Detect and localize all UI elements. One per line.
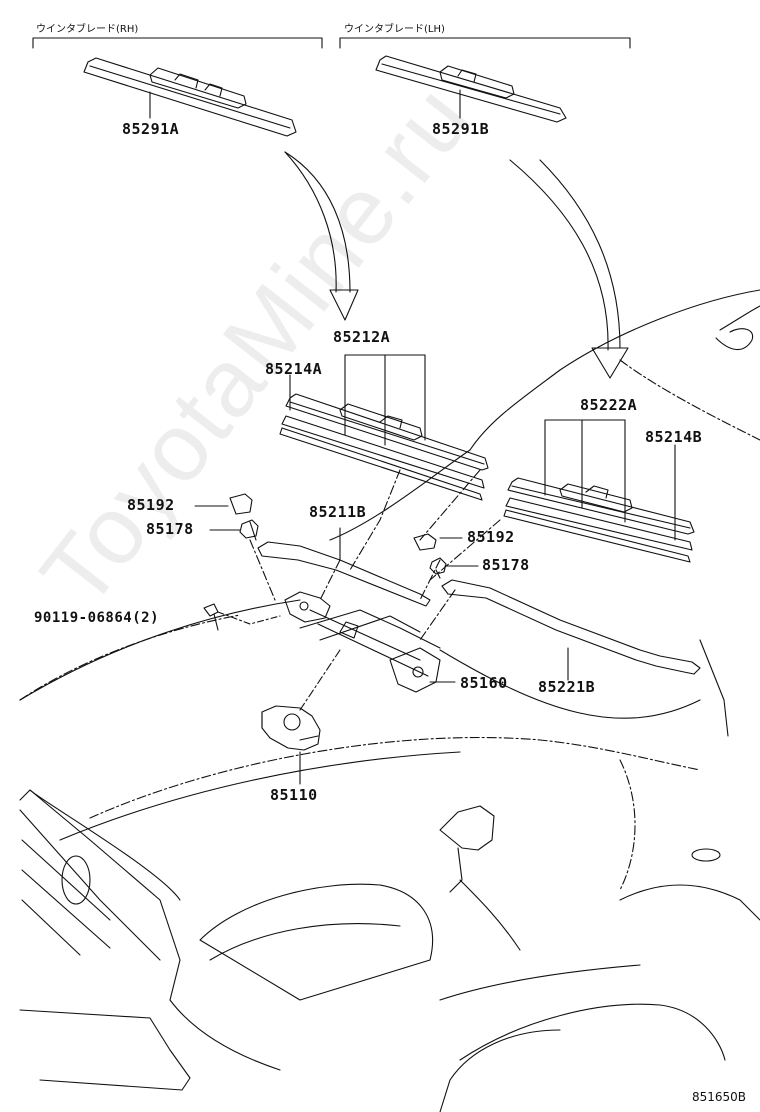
rh-blade-insert	[279, 393, 489, 501]
label-85221B: 85221B	[538, 678, 596, 696]
dash-dot-leaders	[249, 469, 501, 641]
label-85214B: 85214B	[645, 428, 703, 446]
wiper-motor	[261, 649, 341, 785]
rh-wiper-blade	[83, 57, 297, 137]
cap-85192-right	[413, 533, 463, 551]
label-85110: 85110	[270, 786, 318, 804]
arrow-lh-to-insert	[509, 159, 629, 379]
label-85160: 85160	[460, 674, 508, 692]
wiper-link-assembly	[284, 591, 456, 693]
label-85212A: 85212A	[333, 328, 391, 346]
label-85192-right: 85192	[467, 528, 515, 546]
label-90119-06864: 90119-06864(2)	[34, 610, 160, 626]
arrow-rh-to-insert	[284, 151, 359, 321]
lh-blade-insert	[503, 477, 695, 563]
label-85178-left: 85178	[146, 520, 194, 538]
label-85178-right: 85178	[482, 556, 530, 574]
label-85291A: 85291A	[122, 120, 180, 138]
label-85291B: 85291B	[432, 120, 490, 138]
lh-wiper-blade	[375, 55, 567, 123]
rh-wiper-arm	[249, 521, 431, 607]
nut-85178-right	[429, 557, 479, 575]
rh-blade-header: ウインタブレード(RH)	[36, 24, 139, 35]
label-85214A: 85214A	[265, 360, 323, 378]
bolt-90119	[203, 603, 281, 631]
lh-header-bracket	[339, 37, 631, 49]
label-85211B: 85211B	[309, 503, 367, 521]
label-85222A: 85222A	[580, 396, 638, 414]
diagram-code: 851650B	[692, 1090, 747, 1104]
cap-85192-left	[194, 493, 253, 515]
vehicle-body-outline	[19, 289, 760, 1112]
lh-wiper-arm	[435, 569, 701, 681]
rh-header-bracket	[32, 37, 323, 49]
lh-blade-header: ウインタブレード(LH)	[344, 24, 445, 35]
nut-85178-left	[209, 519, 259, 539]
label-85192-left: 85192	[127, 496, 175, 514]
